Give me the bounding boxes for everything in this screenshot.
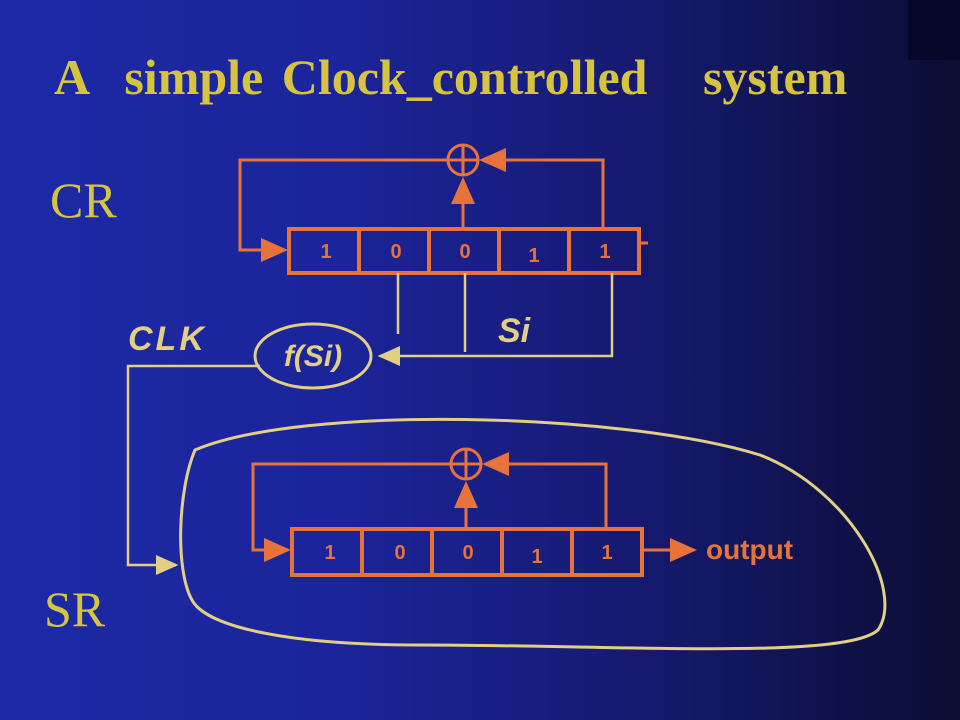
sr-boundary <box>179 417 887 651</box>
cr-bit: 1 <box>599 241 610 263</box>
sr-bit: 1 <box>601 542 612 564</box>
sr-feedback-wires <box>251 452 697 562</box>
cr-bit: 0 <box>390 241 401 263</box>
sr-label: SR <box>44 581 106 637</box>
output-label: output <box>706 534 793 565</box>
clk-label: CLK <box>128 320 207 358</box>
cr-bit: 1 <box>320 241 331 263</box>
cr-feedback-wires <box>238 148 605 262</box>
cr-bit: 1 <box>528 245 539 267</box>
slide-title: A simple Clock_controlled system <box>54 49 848 105</box>
corner-shade <box>908 0 960 60</box>
si-label: Si <box>498 312 532 350</box>
sr-bit: 1 <box>324 542 335 564</box>
f-si-node <box>253 322 373 390</box>
cr-label: CR <box>50 172 117 228</box>
cr-bit: 0 <box>459 241 470 263</box>
sr-bit: 1 <box>531 546 542 568</box>
f-si-label: f(Si) <box>284 340 342 373</box>
sr-bit: 0 <box>394 542 405 564</box>
cr-xor-icon <box>446 143 480 177</box>
sr-xor-icon <box>449 447 483 481</box>
tap-wires <box>377 273 614 366</box>
sr-bit: 0 <box>462 542 473 564</box>
clk-wire <box>126 364 260 575</box>
